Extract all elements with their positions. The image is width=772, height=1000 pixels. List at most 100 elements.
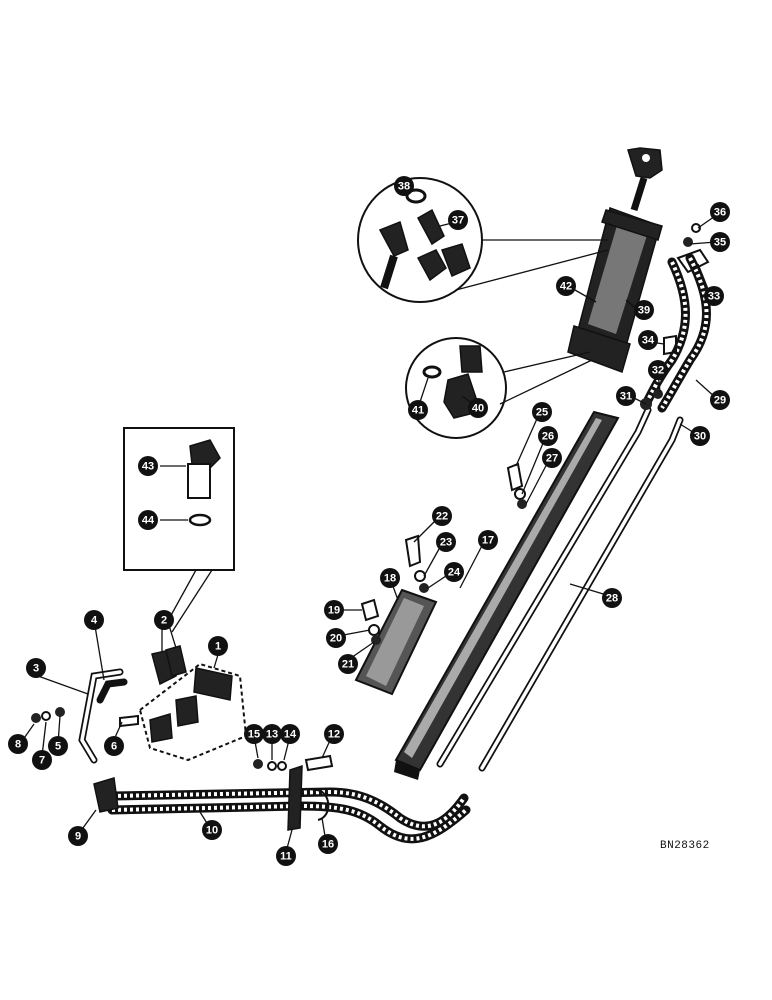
callout-number: 10	[206, 825, 218, 837]
callout-40: 40	[468, 398, 488, 418]
hydraulic-cylinder	[567, 147, 663, 373]
callout-number: 22	[436, 511, 448, 523]
callout-circle	[710, 390, 730, 410]
fitting-32	[653, 389, 663, 399]
callout-number: 44	[142, 515, 155, 527]
callout-circle	[154, 610, 174, 630]
callout-circle	[690, 426, 710, 446]
callout-circle	[448, 210, 468, 230]
callout-28: 28	[602, 588, 622, 608]
callout-21: 21	[338, 654, 358, 674]
callout-circle	[280, 724, 300, 744]
bolt-25	[506, 462, 524, 492]
washer-7	[41, 711, 51, 721]
bolt-19	[360, 598, 380, 622]
callout-10: 10	[202, 820, 222, 840]
hose-10	[107, 787, 471, 844]
callout-circle	[68, 826, 88, 846]
callout-circle	[638, 330, 658, 350]
callout-15: 15	[244, 724, 264, 744]
callout-number: 23	[440, 537, 452, 549]
callout-36: 36	[710, 202, 730, 222]
callout-circle	[48, 736, 68, 756]
callout-number: 42	[560, 281, 572, 293]
callout-39: 39	[634, 300, 654, 320]
callout-number: 17	[482, 535, 494, 547]
bracket-plate-18	[354, 588, 438, 696]
callout-circle	[338, 654, 358, 674]
callout-number: 39	[638, 305, 650, 317]
callout-number: 40	[472, 403, 484, 415]
callout-circle	[704, 286, 724, 306]
cylinder-fittings-inset	[357, 177, 609, 303]
callout-number: 8	[15, 739, 21, 751]
callout-26: 26	[538, 426, 558, 446]
callout-33: 33	[704, 286, 724, 306]
callout-38: 38	[394, 176, 414, 196]
callout-circle	[542, 448, 562, 468]
callout-43: 43	[138, 456, 158, 476]
elbow-inset	[405, 337, 593, 439]
callout-circle	[104, 736, 124, 756]
callout-25: 25	[532, 402, 552, 422]
callout-number: 6	[111, 741, 117, 753]
callout-5: 5	[48, 736, 68, 756]
callout-circle	[26, 658, 46, 678]
callout-circle	[324, 724, 344, 744]
callout-circle	[318, 834, 338, 854]
callout-9: 9	[68, 826, 88, 846]
callout-number: 26	[542, 431, 554, 443]
callout-number: 4	[91, 615, 98, 627]
callout-circle	[444, 562, 464, 582]
callout-circle	[710, 202, 730, 222]
callout-16: 16	[318, 834, 338, 854]
callout-number: 11	[280, 851, 292, 863]
callout-circle	[648, 360, 668, 380]
callout-number: 31	[620, 391, 632, 403]
callout-number: 21	[342, 659, 354, 671]
callout-circle	[84, 610, 104, 630]
callout-number: 43	[142, 461, 154, 473]
callout-number: 32	[652, 365, 664, 377]
washer-26	[514, 488, 526, 500]
callout-circle	[8, 734, 28, 754]
bolt-12	[304, 754, 334, 772]
washer-20	[368, 624, 380, 636]
callout-34: 34	[638, 330, 658, 350]
callout-44: 44	[138, 510, 158, 530]
callout-number: 29	[714, 395, 726, 407]
drawing-code: BN28362	[660, 840, 710, 852]
callout-number: 16	[322, 839, 334, 851]
callout-2: 2	[154, 610, 174, 630]
callout-number: 19	[328, 605, 340, 617]
callout-35: 35	[710, 232, 730, 252]
callout-18: 18	[380, 568, 400, 588]
callout-number: 36	[714, 207, 726, 219]
callout-number: 3	[33, 663, 39, 675]
callout-number: 33	[708, 291, 720, 303]
callout-circle	[602, 588, 622, 608]
callout-number: 38	[398, 181, 410, 193]
washer-14	[277, 761, 287, 771]
callout-7: 7	[32, 750, 52, 770]
callout-13: 13	[262, 724, 282, 744]
callout-6: 6	[104, 736, 124, 756]
callout-circle	[616, 386, 636, 406]
nut-15	[253, 759, 263, 769]
control-valve	[138, 662, 248, 762]
callout-19: 19	[324, 600, 344, 620]
bolt-6	[119, 714, 139, 728]
callout-number: 7	[39, 755, 45, 767]
callout-29: 29	[710, 390, 730, 410]
callout-circle	[276, 846, 296, 866]
callout-27: 27	[542, 448, 562, 468]
callout-number: 37	[452, 215, 464, 227]
callout-number: 34	[642, 335, 655, 347]
callout-11: 11	[276, 846, 296, 866]
clamp-33	[676, 248, 710, 274]
callout-12: 12	[324, 724, 344, 744]
callout-circle	[262, 724, 282, 744]
callout-circle	[244, 724, 264, 744]
